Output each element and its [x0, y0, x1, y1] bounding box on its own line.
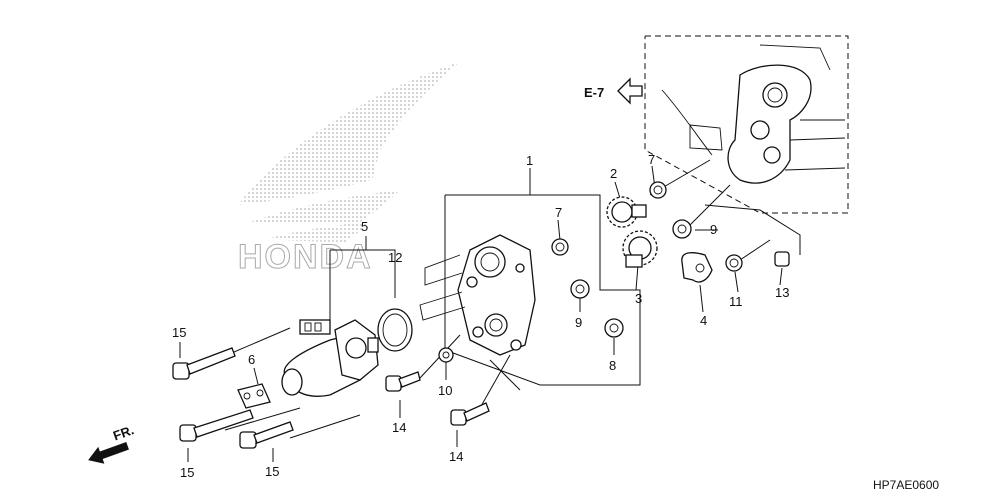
crankcase-inset: [644, 35, 849, 214]
part-1-cover[interactable]: [419, 234, 536, 356]
callout-3: 3: [635, 291, 642, 306]
callout-15a: 15: [172, 325, 186, 340]
part-2-gear[interactable]: [606, 196, 647, 228]
reference-arrow-icon: [617, 77, 643, 105]
part-15-bolt-a[interactable]: [172, 347, 236, 380]
callout-1: 1: [526, 153, 533, 168]
part-7-bearing[interactable]: [649, 181, 667, 199]
callout-5: 5: [361, 219, 368, 234]
callout-15c: 15: [265, 464, 279, 479]
diagram-code: HP7AE0600: [873, 478, 939, 492]
callout-14a: 14: [392, 420, 406, 435]
part-4-arm[interactable]: [681, 252, 713, 283]
callout-8: 8: [609, 358, 616, 373]
reference-e7[interactable]: E-7: [584, 77, 643, 105]
callout-6: 6: [248, 352, 255, 367]
part-12-o-ring[interactable]: [377, 308, 413, 352]
part-11-washer[interactable]: [725, 254, 743, 272]
callout-9a: 9: [575, 315, 582, 330]
callouts: 1 2 3 4 5 6 7 7 8 9 9 10 11 12 13 14 14 …: [172, 152, 789, 480]
callout-2: 2: [610, 166, 617, 181]
part-9-bearing-2[interactable]: [570, 279, 590, 299]
part-14-bolt-a[interactable]: [385, 371, 421, 392]
part-10-washer[interactable]: [438, 347, 454, 363]
front-direction: FR.: [88, 422, 136, 464]
front-arrow-icon: [88, 441, 129, 464]
part-15-bolt-c[interactable]: [239, 421, 294, 449]
part-13-dowel[interactable]: [774, 251, 790, 267]
callout-4: 4: [700, 313, 707, 328]
honda-wing-logo: HONDA: [238, 62, 460, 277]
part-15-bolt-b[interactable]: [179, 409, 254, 442]
callout-10: 10: [438, 383, 452, 398]
reference-label: E-7: [584, 85, 604, 100]
callout-15b: 15: [180, 465, 194, 480]
part-5-motor[interactable]: [281, 319, 379, 397]
part-6-plate[interactable]: [237, 383, 271, 409]
callout-14b: 14: [449, 449, 463, 464]
callout-12: 12: [388, 250, 402, 265]
part-7-bearing-2[interactable]: [551, 238, 569, 256]
callout-11: 11: [729, 294, 743, 309]
part-3-gear[interactable]: [622, 230, 658, 268]
part-14-bolt-b[interactable]: [450, 402, 490, 426]
part-8-bearing[interactable]: [604, 318, 624, 338]
front-label: FR.: [111, 422, 136, 443]
part-9-bearing[interactable]: [672, 219, 692, 239]
honda-watermark-text: HONDA: [238, 238, 373, 276]
callout-7b: 7: [555, 205, 562, 220]
callout-9b: 9: [710, 222, 717, 237]
callout-7a: 7: [648, 152, 655, 167]
callout-13: 13: [775, 285, 789, 300]
